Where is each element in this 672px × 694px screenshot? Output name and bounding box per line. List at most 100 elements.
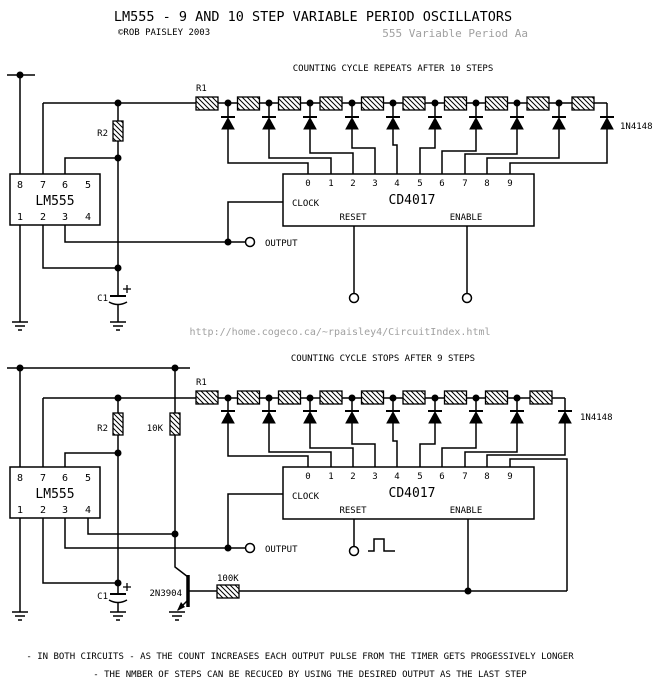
- enable-pin-label: ENABLE: [450, 213, 483, 223]
- counter-output-pin: 8: [484, 472, 489, 482]
- resistor: [277, 390, 302, 405]
- output-terminal: [244, 542, 256, 554]
- footnote-line1: - IN BOTH CIRCUITS - AS THE COUNT INCREA…: [26, 652, 574, 662]
- plus-icon: [123, 285, 131, 293]
- timer-pin: 2: [40, 212, 46, 223]
- counter-output-pin: 4: [394, 179, 399, 189]
- resistor: [402, 390, 426, 405]
- resistor: [443, 390, 468, 405]
- watermark-url: http://home.cogeco.ca/~rpaisley4/Circuit…: [189, 327, 490, 338]
- diode-icon: [220, 116, 236, 130]
- wires: [7, 367, 568, 612]
- diode-icon: [427, 116, 443, 130]
- diode-icon: [261, 116, 277, 130]
- clock-pin-label: CLOCK: [292, 199, 320, 209]
- resistor-r2: [112, 120, 124, 142]
- capacitor-c1: [108, 285, 131, 306]
- output-label: OUTPUT: [265, 545, 298, 555]
- resistor: [443, 96, 468, 111]
- emitter-arrow-icon: [177, 602, 185, 611]
- resistor: [319, 390, 343, 405]
- counter-chip-body: [282, 466, 535, 520]
- ground-icon: [11, 321, 29, 331]
- timer-pin: 4: [85, 212, 91, 223]
- diode-icon: [509, 410, 525, 424]
- counter-output-pin: 3: [372, 179, 377, 189]
- timer-pin: 3: [62, 505, 68, 516]
- diode-icon: [468, 116, 484, 130]
- diode-to-pin-routes: [227, 129, 608, 174]
- resistor: [529, 390, 553, 405]
- resistor: [277, 96, 302, 111]
- diode-icon: [385, 116, 401, 130]
- counter-output-pin: 3: [372, 472, 377, 482]
- junction-dots: [16, 364, 521, 595]
- ground-icon: [11, 611, 29, 621]
- counter-output-pin: 2: [350, 179, 355, 189]
- copyright: ©ROB PAISLEY 2003: [118, 28, 210, 38]
- diode-row: [220, 410, 573, 424]
- resistor: [319, 96, 343, 111]
- resistor-chain: [195, 390, 553, 405]
- transistor-2n3904: [174, 534, 190, 611]
- counter-output-pin: 0: [305, 472, 310, 482]
- variant-label: 555 Variable Period Aa: [382, 27, 528, 40]
- resistor: [402, 96, 426, 111]
- resistor-r1: [195, 390, 219, 405]
- counter-output-pin: 6: [439, 472, 444, 482]
- r2-label: R2: [97, 424, 108, 434]
- diode-icon: [468, 410, 484, 424]
- resistor: [571, 96, 595, 111]
- counter-output-pin: 1: [328, 179, 333, 189]
- timer-chip-name: LM555: [35, 194, 74, 209]
- c1-label: C1: [97, 294, 108, 304]
- counter-output-pin: 5: [417, 179, 422, 189]
- diode-icon: [344, 116, 360, 130]
- pullup-label: 10K: [147, 424, 164, 434]
- reset-terminal: [348, 292, 360, 304]
- diode-icon: [427, 410, 443, 424]
- counter-output-pin: 5: [417, 472, 422, 482]
- plus-icon: [123, 583, 131, 591]
- resistor: [484, 390, 509, 405]
- resistor: [360, 96, 385, 111]
- resistor-r1: [195, 96, 219, 111]
- diode-icon: [599, 116, 615, 130]
- resistor: [484, 96, 509, 111]
- page-title: LM555 - 9 AND 10 STEP VARIABLE PERIOD OS…: [114, 9, 512, 25]
- circuit1-caption: COUNTING CYCLE REPEATS AFTER 10 STEPS: [293, 64, 493, 74]
- ground-icon: [109, 321, 127, 331]
- timer-pin: 1: [17, 212, 23, 223]
- counter-chip-name: CD4017: [389, 486, 436, 501]
- timer-pin: 7: [40, 180, 46, 191]
- timer-pin: 4: [85, 505, 91, 516]
- counter-output-pin: 9: [507, 472, 512, 482]
- diode-icon: [302, 410, 318, 424]
- footnote-line2: - THE NMBER OF STEPS CAN BE RECUCED BY U…: [93, 670, 527, 680]
- diode-icon: [551, 116, 567, 130]
- resistor: [526, 96, 550, 111]
- base-resistor-label: 100K: [217, 574, 239, 584]
- diode-row: [220, 116, 615, 130]
- circuit2-caption: COUNTING CYCLE STOPS AFTER 9 STEPS: [291, 354, 475, 364]
- diode-icon: [385, 410, 401, 424]
- counter-output-pin: 1: [328, 472, 333, 482]
- timer-pin: 2: [40, 505, 46, 516]
- clock-pin-label: CLOCK: [292, 492, 320, 502]
- transistor-label: 2N3904: [149, 589, 182, 599]
- timer-pin: 8: [17, 473, 23, 484]
- counter-output-pin: 7: [462, 472, 467, 482]
- timer-chip-body: [9, 173, 101, 226]
- timer-pin: 5: [85, 180, 91, 191]
- enable-terminal: [461, 292, 473, 304]
- counter-chip-body: [282, 173, 535, 227]
- resistor-r2: [112, 412, 124, 436]
- r2-label: R2: [97, 129, 108, 139]
- timer-pin: 3: [62, 212, 68, 223]
- counter-output-pin: 6: [439, 179, 444, 189]
- counter-output-pin: 4: [394, 472, 399, 482]
- timer-chip-name: LM555: [35, 487, 74, 502]
- junction-dots: [16, 71, 563, 272]
- timer-chip-body: [9, 466, 101, 519]
